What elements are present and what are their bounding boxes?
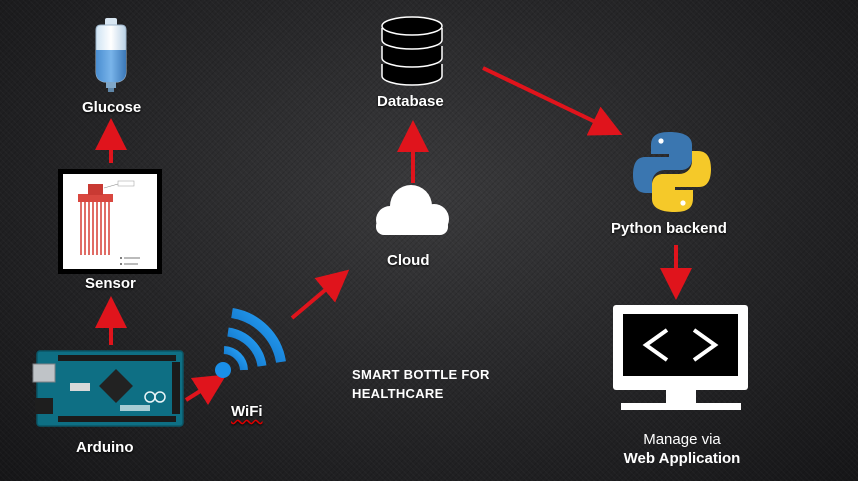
web-app-label: Web Application [623,450,741,467]
web-app-caption: Manage via Web Application [612,430,752,468]
arduino-board-image [32,350,184,427]
cloud-label: Cloud [387,252,430,269]
database-label: Database [377,93,444,110]
database-icon [381,16,443,86]
arrow-wifi-to-cloud [290,269,350,320]
wifi-icon [215,308,286,378]
glucose-bottle-icon [95,18,127,92]
sensor-label: Sensor [85,275,136,292]
title-line-1: SMART BOTTLE FOR [352,367,490,382]
wifi-label: WiFi [231,403,263,420]
sensor-image [58,169,162,274]
python-logo-icon [633,132,711,212]
diagram-title: SMART BOTTLE FOR HEALTHCARE [352,365,490,403]
monitor-icon [613,305,748,410]
title-line-2: HEALTHCARE [352,386,444,401]
arduino-label: Arduino [76,439,134,456]
glucose-label: Glucose [82,99,142,116]
web-app-prefix: Manage via [643,431,721,448]
arrow-database-to-python [482,66,623,136]
cloud-icon [376,185,449,235]
arrow-arduino-to-wifi [184,374,227,406]
python-backend-label: Python backend [611,220,727,237]
